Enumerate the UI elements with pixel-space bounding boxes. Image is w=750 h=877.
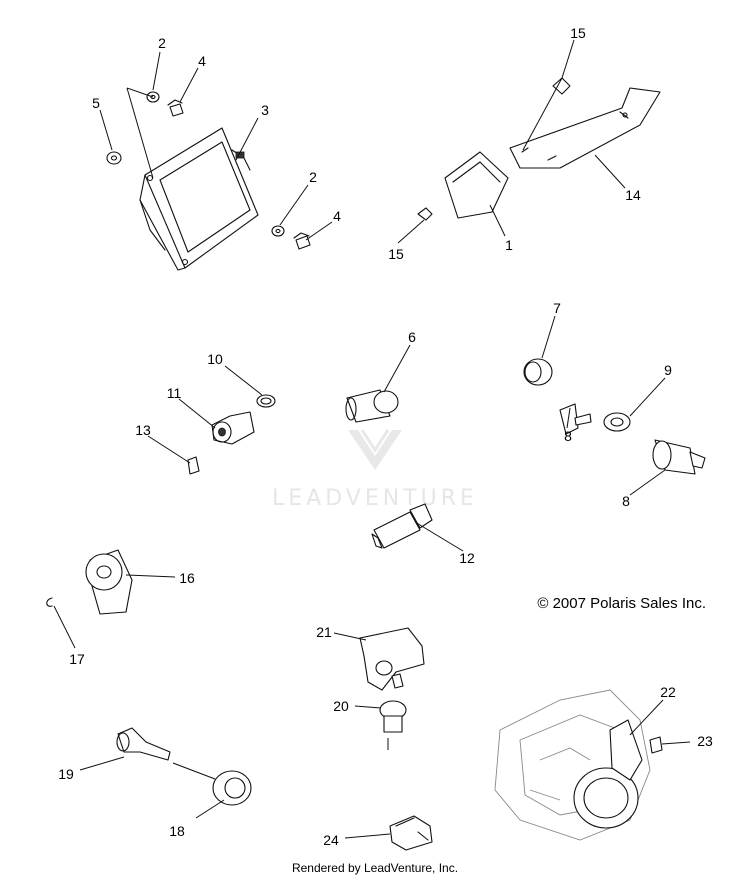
part-seal-9 bbox=[603, 412, 631, 432]
part-grommet-20 bbox=[379, 700, 407, 733]
part-sensor-7 bbox=[523, 358, 553, 386]
part-clip-17 bbox=[46, 597, 53, 607]
callout-8: 8 bbox=[564, 428, 572, 444]
callout-6: 6 bbox=[408, 329, 416, 345]
part-bracket-14 bbox=[509, 87, 661, 169]
watermark-logo bbox=[348, 429, 402, 470]
part-sensor-19 bbox=[116, 727, 171, 761]
part-cover-1 bbox=[444, 151, 509, 219]
copyright-text: © 2007 Polaris Sales Inc. bbox=[537, 595, 706, 612]
callout-2: 2 bbox=[158, 35, 166, 51]
part-seal-18 bbox=[212, 770, 252, 806]
callout-15: 15 bbox=[570, 25, 586, 41]
part-fastener-15b bbox=[417, 207, 433, 221]
callout-4: 4 bbox=[198, 53, 206, 69]
part-clip-8 bbox=[559, 403, 592, 435]
part-oring-10 bbox=[256, 394, 276, 408]
callout-11: 11 bbox=[167, 385, 182, 401]
part-knock-sensor-16 bbox=[85, 549, 133, 615]
part-bolt-4b bbox=[293, 232, 311, 250]
footer-text: Rendered by LeadVenture, Inc. bbox=[292, 861, 458, 875]
callout-17: 17 bbox=[69, 651, 85, 667]
callout-16: 16 bbox=[179, 570, 195, 586]
callout-7: 7 bbox=[553, 300, 561, 316]
part-fastener-15a bbox=[552, 77, 571, 95]
part-bolt-13 bbox=[187, 456, 200, 475]
callout-19: 19 bbox=[58, 766, 74, 782]
part-map-sensor-21 bbox=[359, 627, 425, 691]
part-sensor-12 bbox=[371, 503, 433, 549]
part-washer-2b bbox=[271, 225, 285, 237]
callout-1: 1 bbox=[505, 237, 513, 253]
callout-13: 13 bbox=[135, 422, 151, 438]
callout-20: 20 bbox=[333, 698, 349, 714]
part-ecu-module bbox=[139, 127, 259, 271]
part-throttle-body-22 bbox=[494, 689, 651, 841]
callout-3: 3 bbox=[261, 102, 269, 118]
part-screw-23 bbox=[649, 736, 663, 754]
callout-22: 22 bbox=[660, 684, 676, 700]
callout-14: 14 bbox=[625, 187, 641, 203]
callout-15b: 15 bbox=[388, 246, 404, 262]
callout-23: 23 bbox=[697, 733, 713, 749]
part-bolt-4a bbox=[167, 99, 184, 117]
callout-10: 10 bbox=[207, 351, 223, 367]
leader-lines bbox=[53, 39, 691, 839]
callout-8b: 8 bbox=[622, 493, 630, 509]
callout-9: 9 bbox=[664, 362, 672, 378]
callout-18: 18 bbox=[169, 823, 185, 839]
part-washer-5 bbox=[106, 151, 122, 165]
callout-12: 12 bbox=[459, 550, 475, 566]
callout-24: 24 bbox=[323, 832, 339, 848]
part-sensor-11 bbox=[211, 411, 255, 445]
callout-4b: 4 bbox=[333, 208, 341, 224]
callout-21: 21 bbox=[316, 624, 332, 640]
part-switch-24 bbox=[389, 815, 433, 851]
part-sensor-8 bbox=[652, 439, 706, 475]
watermark-text: LEADVENTURE bbox=[272, 486, 478, 511]
part-sensor-6 bbox=[345, 389, 399, 423]
callout-5: 5 bbox=[92, 95, 100, 111]
callout-2b: 2 bbox=[309, 169, 317, 185]
